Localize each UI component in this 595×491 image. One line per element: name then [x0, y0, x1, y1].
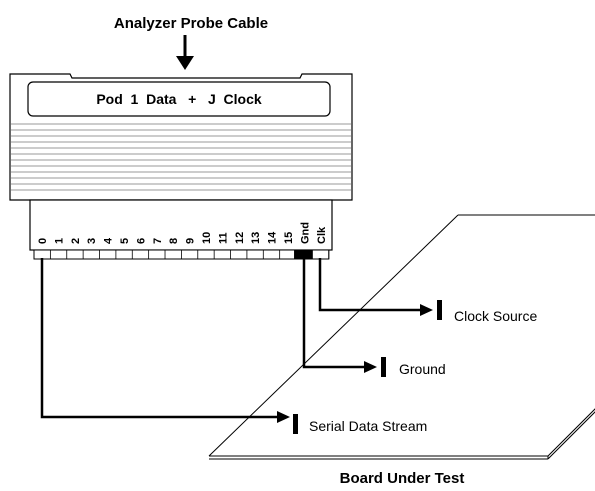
clock-probe-tip	[437, 300, 442, 320]
pin-label: 6	[135, 238, 147, 244]
pod-ribs	[11, 123, 351, 191]
pin-label: 0	[37, 238, 49, 244]
pin-label: 14	[267, 231, 279, 244]
probe-pod: Pod 1 Data + J Clock	[9, 73, 353, 251]
pin-label: 8	[168, 238, 180, 244]
ground-label: Ground	[399, 361, 446, 377]
cable-title: Analyzer Probe Cable	[114, 15, 268, 32]
pin-label: 15	[283, 232, 295, 244]
pin-label: 13	[250, 232, 262, 244]
arrow-down-icon	[176, 35, 194, 70]
clock-source-label: Clock Source	[454, 308, 537, 324]
board-label: Board Under Test	[340, 470, 465, 487]
pin-label: 9	[185, 238, 197, 244]
pin-label: 3	[86, 238, 98, 244]
ground-probe-tip	[381, 357, 386, 377]
pin-label: 5	[119, 238, 131, 244]
pin-label: 12	[234, 232, 246, 244]
pin-label: 4	[103, 237, 115, 244]
clock-connection: Clock Source	[318, 258, 537, 324]
pin-strip	[33, 249, 330, 260]
pin-label: 10	[201, 232, 213, 244]
pod-label-box	[27, 81, 331, 117]
pin-label: 1	[53, 238, 65, 244]
serial-data-label: Serial Data Stream	[309, 418, 427, 434]
pin-label: Gnd	[299, 222, 311, 244]
pin-label: 2	[70, 238, 82, 244]
pin-label: 7	[152, 238, 164, 244]
pin-label: 11	[217, 232, 229, 244]
data-connection: Serial Data Stream	[40, 258, 427, 434]
pod-label: Pod 1 Data + J Clock	[96, 91, 262, 107]
ground-pin	[294, 250, 313, 259]
ground-connection: Ground	[302, 258, 446, 377]
pin-label: Clk	[316, 226, 328, 244]
data-probe-tip	[293, 414, 298, 434]
